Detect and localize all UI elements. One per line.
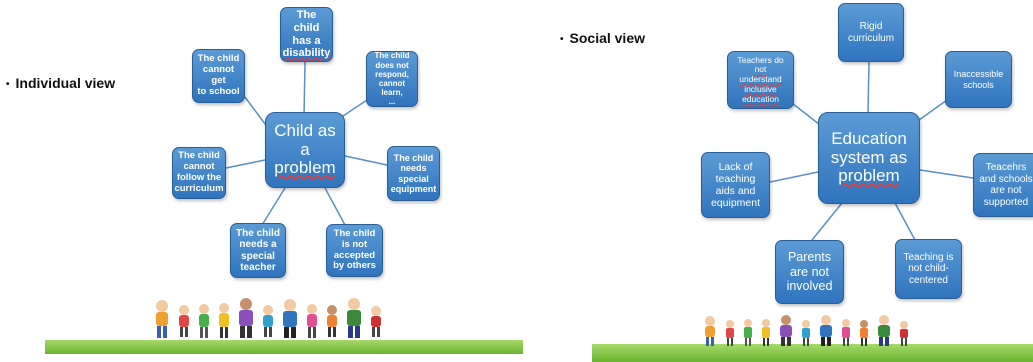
children-illustration-right: [700, 314, 930, 348]
children-group-icon: [156, 298, 381, 338]
bullet-icon: •: [560, 33, 564, 45]
connector-line: [919, 169, 974, 179]
connector-line: [769, 171, 819, 183]
individual-view-heading: • Individual view: [6, 75, 115, 91]
connector-line: [894, 202, 916, 241]
connector-line: [261, 187, 286, 226]
connector-line: [811, 202, 843, 241]
connector-line: [244, 96, 269, 129]
connector-line: [344, 155, 388, 166]
connector-line: [324, 187, 346, 226]
connector-line: [303, 61, 306, 118]
connector-line: [225, 159, 266, 169]
grass-strip-right: [592, 344, 1033, 362]
children-illustration-left: [150, 296, 400, 342]
grass-strip-left: [45, 340, 523, 354]
connector-line: [867, 61, 870, 114]
social-view-heading: • Social view: [560, 30, 645, 46]
children-group-icon: [705, 315, 908, 346]
individual-view-heading-text: Individual view: [15, 75, 116, 91]
social-view-heading-text: Social view: [569, 30, 645, 46]
bullet-icon: •: [6, 78, 10, 90]
